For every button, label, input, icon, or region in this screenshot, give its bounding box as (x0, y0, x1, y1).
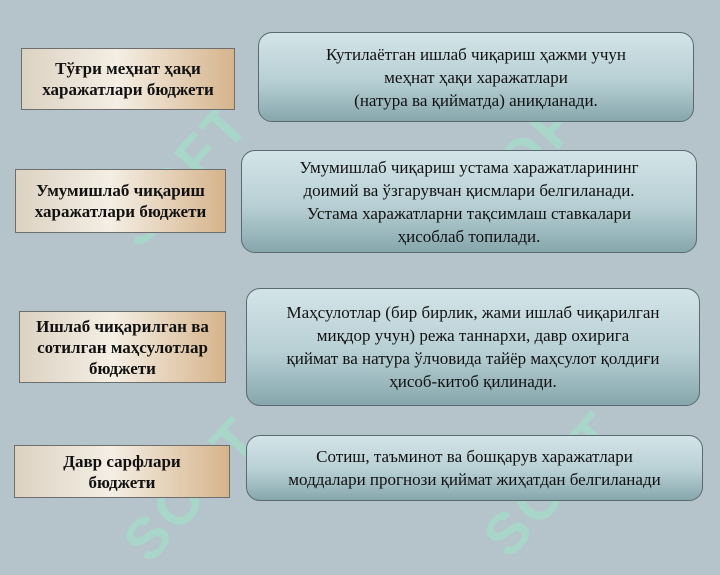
row-3-label: Ишлаб чиқарилган ва сотилган маҳсулотлар… (19, 311, 226, 383)
row-4-label: Давр сарфлари бюджети (14, 445, 230, 498)
row-2-description: Умумишлаб чиқариш устама харажатларининг… (241, 150, 697, 253)
row-2-label: Умумишлаб чиқариш харажатлари бюджети (15, 169, 226, 233)
row-1-description: Кутилаётган ишлаб чиқариш ҳажми учун меҳ… (258, 32, 694, 122)
row-4-description: Сотиш, таъминот ва бошқарув харажатлари … (246, 435, 703, 501)
row-3-description: Маҳсулотлар (бир бирлик, жами ишлаб чиқа… (246, 288, 700, 406)
row-1-label: Тўғри меҳнат ҳақи харажатлари бюджети (21, 48, 235, 110)
